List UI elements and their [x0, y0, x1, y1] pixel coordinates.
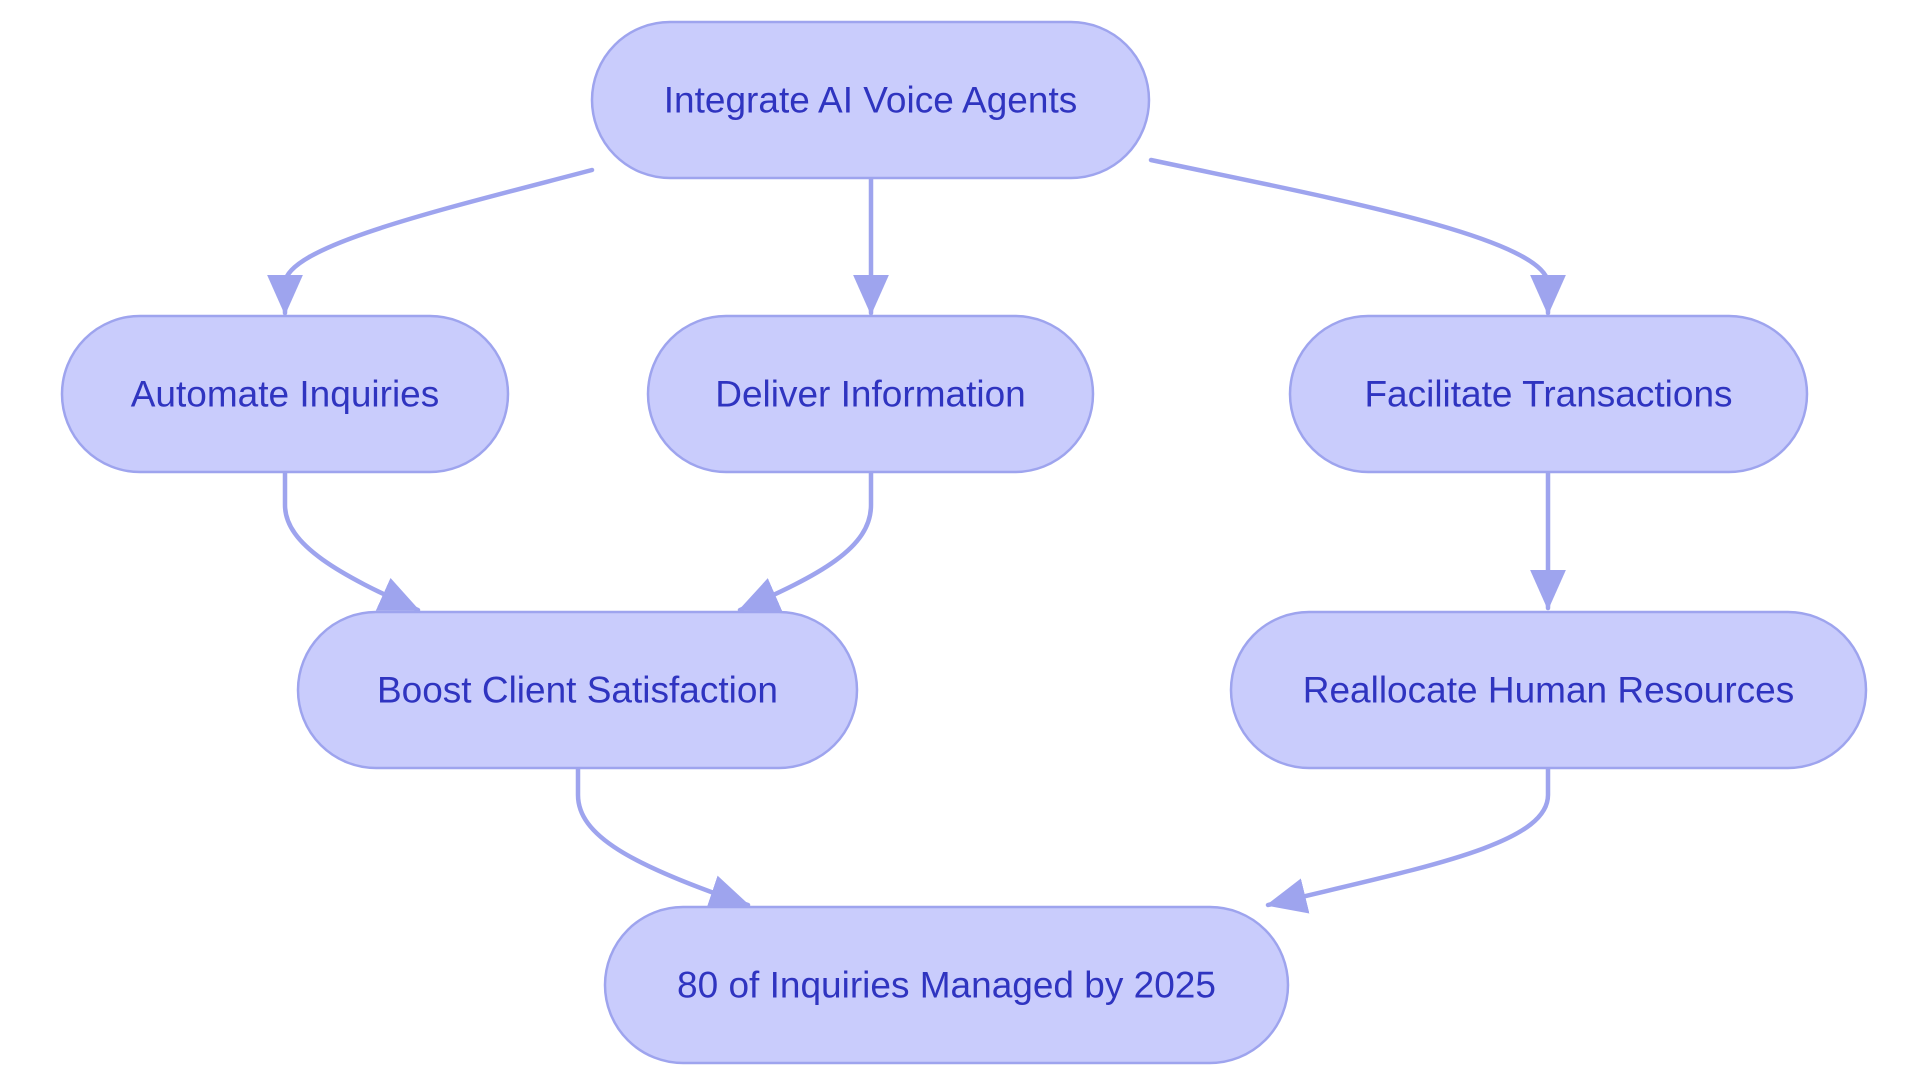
- node-integrate-shape: [590, 20, 1151, 180]
- edge-integrate-to-facilitate: [1148, 157, 1566, 316]
- node-boost-label: Boost Client Satisfaction: [377, 670, 778, 711]
- node-deliver-label: Deliver Information: [715, 374, 1026, 415]
- edge-integrate-to-automate: [267, 167, 595, 316]
- node-automate: Automate Inquiries: [60, 314, 510, 474]
- node-automate-label: Automate Inquiries: [131, 374, 440, 415]
- edge-deliver-to-boost: [737, 469, 874, 613]
- node-boost-shape: [296, 610, 859, 770]
- node-automate-shape: [60, 314, 510, 474]
- node-facilitate-shape: [1288, 314, 1809, 474]
- node-reallocate: Reallocate Human Resources: [1229, 610, 1868, 770]
- node-boost: Boost Client Satisfaction: [296, 610, 859, 770]
- node-facilitate: Facilitate Transactions: [1288, 314, 1809, 474]
- node-managed: 80 of Inquiries Managed by 2025: [603, 905, 1290, 1065]
- node-deliver: Deliver Information: [646, 314, 1095, 474]
- node-reallocate-label: Reallocate Human Resources: [1303, 670, 1795, 711]
- node-facilitate-label: Facilitate Transactions: [1364, 374, 1732, 415]
- node-deliver-shape: [646, 314, 1095, 474]
- edges-layer: [267, 157, 1566, 914]
- edge-reallocate-to-managed: [1265, 765, 1551, 914]
- edge-boost-to-managed: [575, 765, 751, 910]
- node-integrate: Integrate AI Voice Agents: [590, 20, 1151, 180]
- edge-automate-to-boost: [282, 469, 421, 613]
- node-reallocate-shape: [1229, 610, 1868, 770]
- nodes-layer: Integrate AI Voice Agents Automate Inqui…: [60, 20, 1868, 1065]
- node-integrate-label: Integrate AI Voice Agents: [664, 80, 1077, 121]
- node-managed-shape: [603, 905, 1290, 1065]
- node-managed-label: 80 of Inquiries Managed by 2025: [677, 965, 1216, 1006]
